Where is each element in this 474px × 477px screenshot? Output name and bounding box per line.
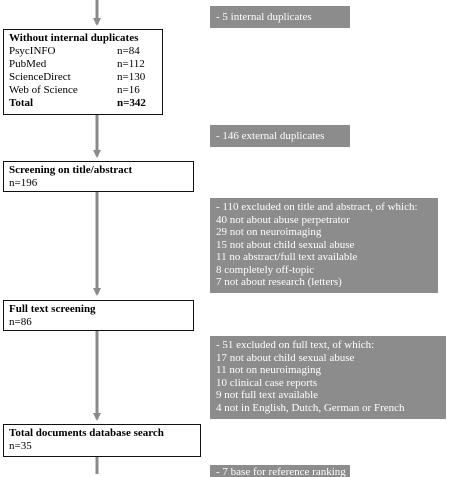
database-row: Web of Science n=16 [9,84,157,97]
database-count: n=130 [117,71,146,83]
database-row: PsycINFO n=84 [9,45,157,58]
database-name: PubMed [9,58,47,70]
database-count: n=16 [117,84,140,96]
total-row: Total n=342 [9,97,157,110]
box-count: n=35 [9,440,32,452]
external-duplicates-exclusion: - 146 external duplicates [210,125,350,147]
exclusion-text: - 7 base for reference ranking [216,466,346,477]
database-name: ScienceDirect [9,71,71,83]
internal-duplicates-exclusion: - 5 internal duplicates [210,6,350,28]
exclusion-line: 15 not about child sexual abuse [216,238,355,251]
partial-exclusion: - 7 base for reference ranking [210,465,350,477]
title-abstract-exclusion: - 110 excluded on title and abstract, of… [210,198,438,293]
box-title: Total documents database search [9,427,164,439]
internal-duplicates-box: Without internal duplicates PsycINFO n=8… [3,29,163,115]
box-count: n=86 [9,316,32,328]
box-count: n=196 [9,177,38,189]
database-row: ScienceDirect n=130 [9,71,157,84]
exclusion-line: - 110 excluded on title and abstract, of… [216,201,418,213]
exclusion-line: - 51 excluded on full text, of which: [216,339,375,351]
exclusion-line: 11 not on neuroimaging [216,364,321,376]
full-text-exclusion: - 51 excluded on full text, of which: 17… [210,336,446,419]
total-count: n=342 [117,97,146,109]
exclusion-line: 4 not in English, Dutch, German or Frenc… [216,401,405,414]
fulltext-screening-box: Full text screening n=86 [3,300,194,331]
exclusion-text: - 146 external duplicates [216,130,325,142]
exclusion-text: - 5 internal duplicates [216,11,312,23]
exclusion-line: 8 completely off-topic [216,263,315,276]
box-title: Full text screening [9,303,96,315]
exclusion-line: 29 not on neuroimaging [216,226,322,238]
total-label: Total [9,97,34,109]
exclusion-line: 10 clinical case reports [216,376,318,389]
total-documents-box: Total documents database search n=35 [3,424,201,457]
exclusion-line: 40 not about abuse perpetrator [216,213,350,226]
database-name: PsycINFO [9,45,56,57]
database-name: Web of Science [9,84,78,96]
screening-box: Screening on title/abstract n=196 [3,161,194,192]
exclusion-line: 7 not about research (letters) [216,276,342,288]
box-title: Without internal duplicates [9,32,139,44]
exclusion-line: 11 no abstract/full text available [216,251,358,263]
database-row: PubMed n=112 [9,58,157,71]
exclusion-line: 9 not full text available [216,389,319,401]
box-title: Screening on title/abstract [9,164,133,176]
database-count: n=112 [117,58,145,70]
database-count: n=84 [117,45,140,57]
exclusion-line: 17 not about child sexual abuse [216,351,355,364]
